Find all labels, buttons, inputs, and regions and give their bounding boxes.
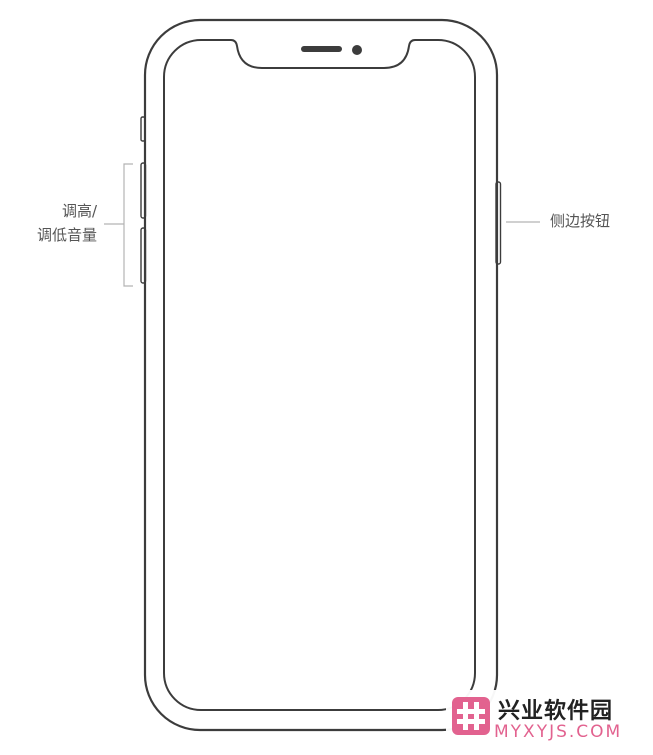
volume-down-button: [140, 227, 147, 284]
phone-screen-outline: [163, 39, 476, 711]
ring-silent-switch: [140, 116, 146, 142]
front-camera: [352, 45, 362, 55]
phone-outer-frame: [143, 18, 499, 732]
watermark: 兴业软件园 MYXYJS.COM: [446, 690, 653, 755]
volume-buttons-label: 调高/ 调低音量: [37, 199, 97, 247]
volume-label-line-1: 调高/: [61, 202, 97, 220]
volume-label-line-2: 调低音量: [36, 226, 97, 244]
side-button: [495, 181, 502, 265]
volume-up-button: [140, 162, 147, 219]
watermark-site-url: MYXYJS.COM: [494, 722, 623, 742]
watermark-logo-icon: [452, 697, 490, 735]
volume-callout-bracket: [104, 163, 133, 287]
side-button-label: 侧边按钮: [550, 212, 611, 230]
speaker-grille: [301, 46, 342, 52]
watermark-site-name: 兴业软件园: [498, 699, 614, 724]
